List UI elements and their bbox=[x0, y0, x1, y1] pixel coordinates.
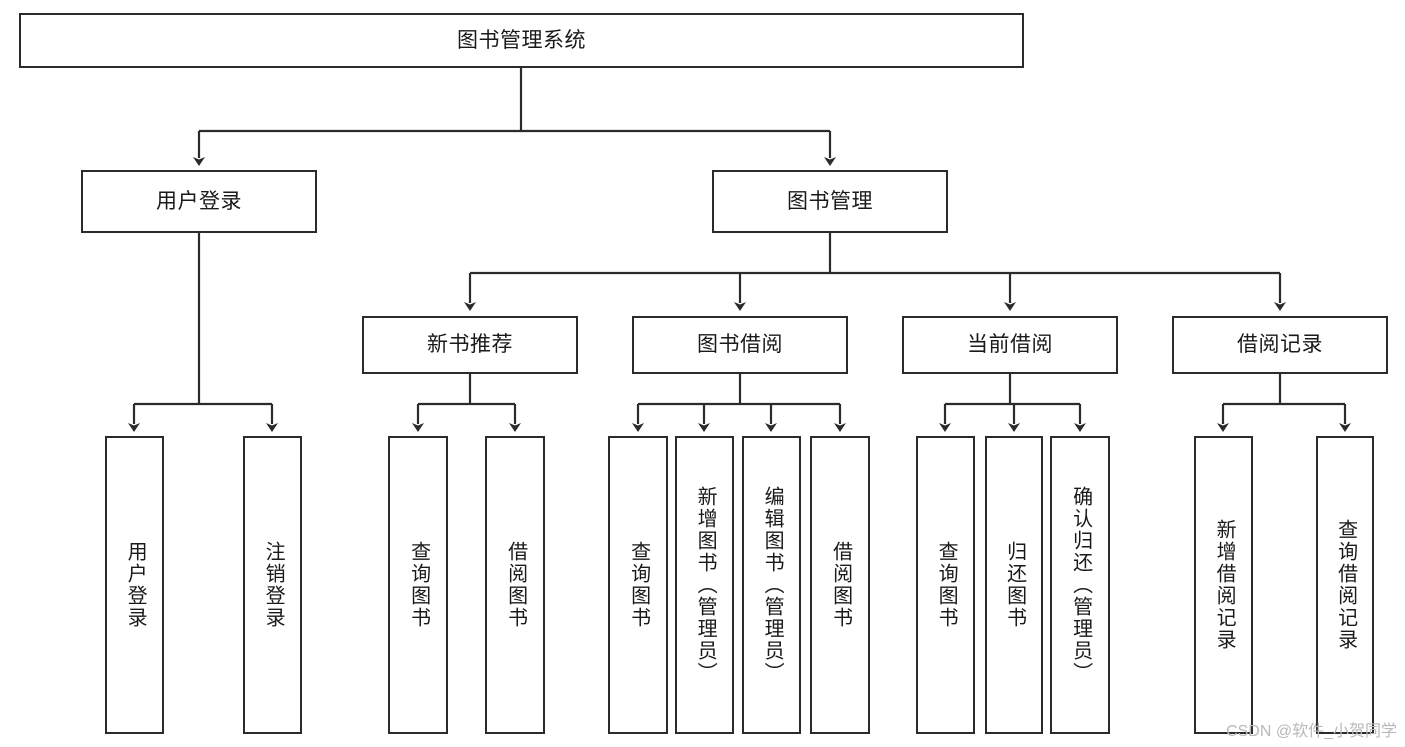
node-leaf-borrow-book[interactable]: 借阅图书 bbox=[810, 436, 870, 734]
node-leaf-confirm-return-admin[interactable]: 确认归还（管理员） bbox=[1050, 436, 1110, 734]
node-label: 归还图书 bbox=[1003, 541, 1026, 629]
node-label: 当前借阅 bbox=[967, 333, 1053, 357]
csdn-watermark: CSDN @软件_小贺同学 bbox=[1226, 723, 1397, 740]
node-borrow-record[interactable]: 借阅记录 bbox=[1172, 316, 1388, 374]
node-leaf-borrow-book-recommend[interactable]: 借阅图书 bbox=[485, 436, 545, 734]
node-leaf-query-borrow-record[interactable]: 查询借阅记录 bbox=[1316, 436, 1374, 734]
node-label: 用户登录 bbox=[156, 189, 242, 213]
node-leaf-query-book-recommend[interactable]: 查询图书 bbox=[388, 436, 448, 734]
node-book-management[interactable]: 图书管理 bbox=[712, 170, 948, 233]
node-label: 图书借阅 bbox=[697, 333, 783, 357]
node-label: 新增借阅记录 bbox=[1213, 519, 1236, 651]
node-label: 图书管理 bbox=[787, 189, 873, 213]
node-label: 新增图书（管理员） bbox=[694, 486, 717, 684]
node-label: 新书推荐 bbox=[427, 333, 513, 357]
node-label: 图书管理系统 bbox=[457, 28, 586, 52]
node-label: 确认归还（管理员） bbox=[1069, 486, 1092, 684]
node-leaf-query-book-current[interactable]: 查询图书 bbox=[916, 436, 975, 734]
node-label: 注销登录 bbox=[262, 541, 285, 629]
node-label: 借阅图书 bbox=[504, 541, 527, 629]
node-label: 查询图书 bbox=[935, 541, 958, 629]
node-leaf-logout[interactable]: 注销登录 bbox=[243, 436, 302, 734]
node-leaf-add-borrow-record[interactable]: 新增借阅记录 bbox=[1194, 436, 1253, 734]
node-leaf-add-book-admin[interactable]: 新增图书（管理员） bbox=[675, 436, 734, 734]
node-label: 借阅图书 bbox=[829, 541, 852, 629]
node-label: 查询图书 bbox=[627, 541, 650, 629]
node-user-login[interactable]: 用户登录 bbox=[81, 170, 317, 233]
node-label: 查询借阅记录 bbox=[1334, 519, 1357, 651]
node-root-system[interactable]: 图书管理系统 bbox=[19, 13, 1024, 68]
node-label: 查询图书 bbox=[407, 541, 430, 629]
node-book-borrow[interactable]: 图书借阅 bbox=[632, 316, 848, 374]
node-label: 用户登录 bbox=[124, 541, 147, 629]
node-new-book-recommendation[interactable]: 新书推荐 bbox=[362, 316, 578, 374]
node-leaf-user-login[interactable]: 用户登录 bbox=[105, 436, 164, 734]
node-label: 编辑图书（管理员） bbox=[761, 486, 784, 684]
node-leaf-edit-book-admin[interactable]: 编辑图书（管理员） bbox=[742, 436, 801, 734]
node-leaf-query-book-borrow[interactable]: 查询图书 bbox=[608, 436, 668, 734]
node-current-borrow[interactable]: 当前借阅 bbox=[902, 316, 1118, 374]
node-leaf-return-book[interactable]: 归还图书 bbox=[985, 436, 1043, 734]
node-label: 借阅记录 bbox=[1237, 333, 1323, 357]
